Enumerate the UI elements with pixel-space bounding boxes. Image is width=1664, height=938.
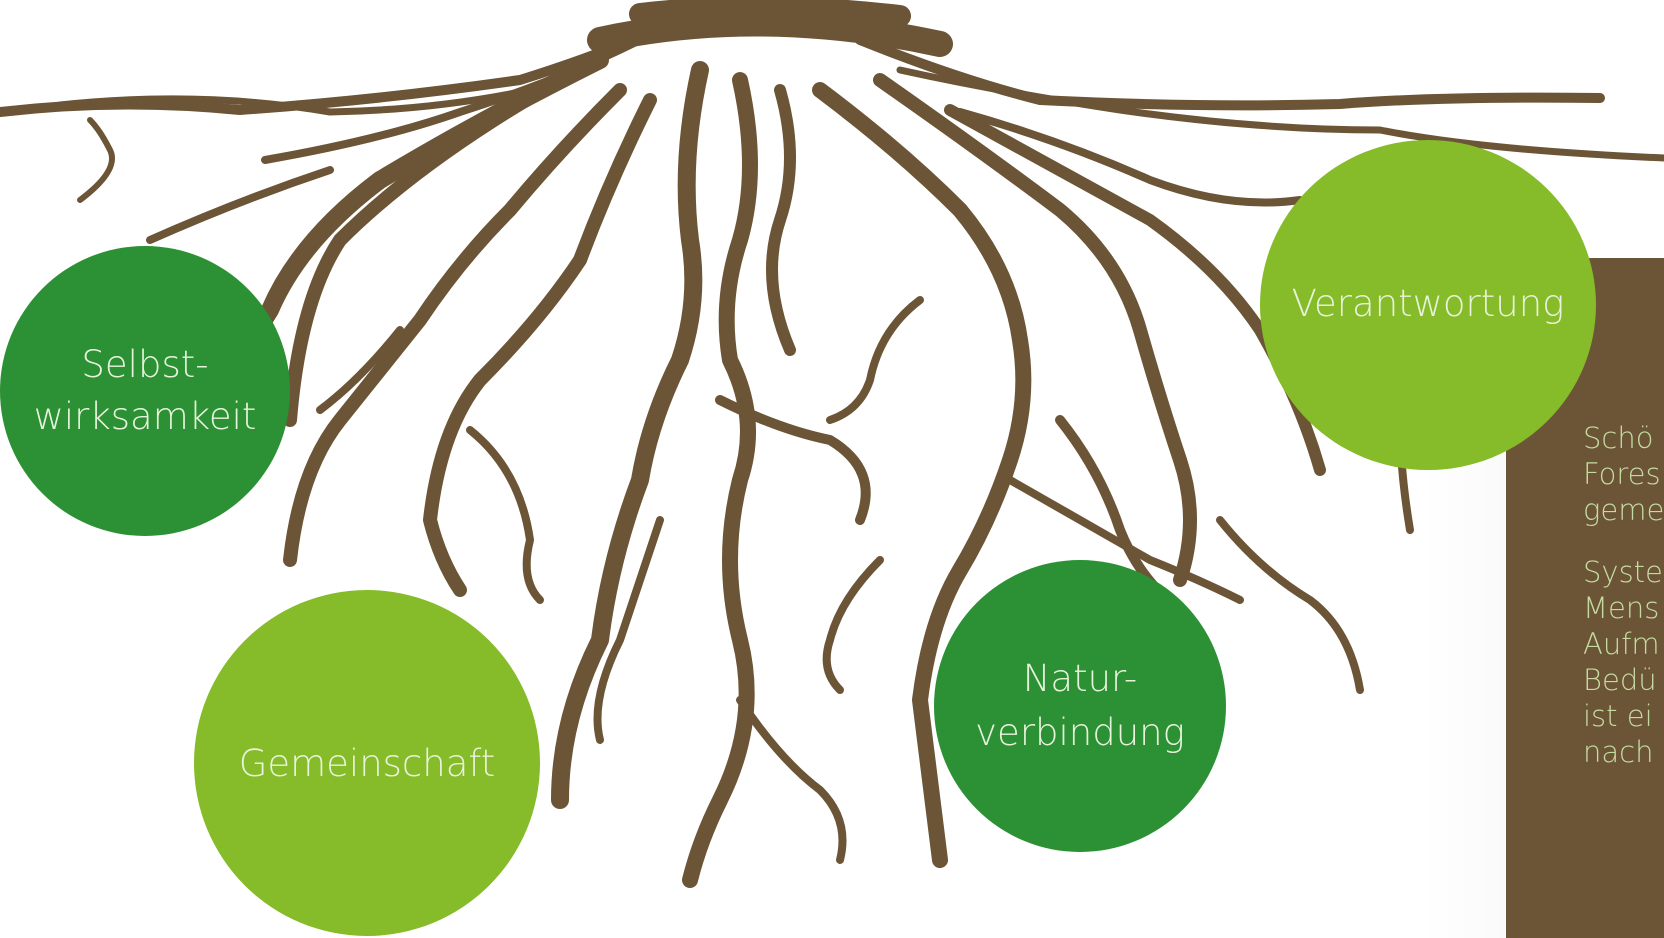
concept-verantwortung: Verantwortung <box>1260 140 1596 470</box>
panel-paragraph-2: Syste Mens Aufm Bedü ist ei nach <box>1583 554 1664 770</box>
panel-line: Fores <box>1583 456 1664 492</box>
panel-line: Syste <box>1583 554 1664 590</box>
concept-label-line: verbindung <box>975 706 1185 760</box>
concept-label: Verantwortung <box>1292 282 1565 325</box>
concept-selbstwirksamkeit: Selbst- wirksamkeit <box>0 246 290 536</box>
panel-line: nach <box>1583 734 1664 770</box>
panel-line: Schö <box>1583 420 1664 456</box>
panel-line: Aufm <box>1583 626 1664 662</box>
panel-line: ist ei <box>1583 698 1664 734</box>
concept-gemeinschaft: Gemeinschaft <box>194 590 540 936</box>
panel-line: Mens <box>1583 590 1664 626</box>
concept-label-line: Natur- <box>975 652 1185 706</box>
panel-line: Bedü <box>1583 662 1664 698</box>
concept-label-line: Selbst- <box>34 339 257 391</box>
concept-label-line: wirksamkeit <box>34 391 257 443</box>
concept-naturverbindung: Natur- verbindung <box>934 560 1226 852</box>
panel-paragraph-1: Schö Fores geme <box>1583 420 1664 528</box>
panel-line: geme <box>1583 492 1664 528</box>
panel-text: Schö Fores geme Syste Mens Aufm Bedü ist… <box>1583 420 1664 796</box>
concept-label: Gemeinschaft <box>239 742 496 785</box>
